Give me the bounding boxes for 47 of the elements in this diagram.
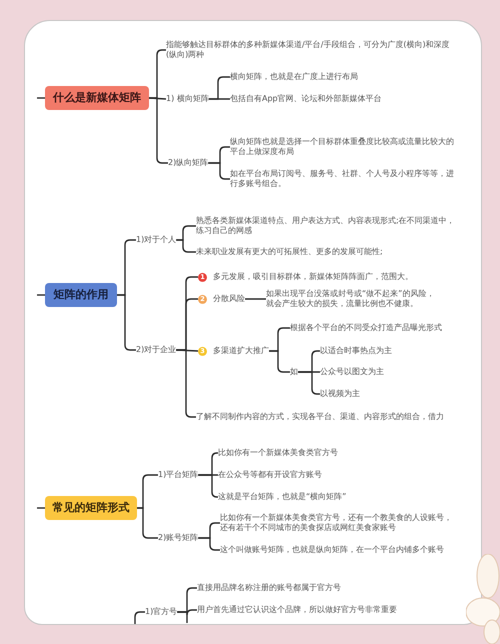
- heading-box: 常见的矩阵形式: [45, 496, 137, 520]
- connector-line: [245, 298, 266, 300]
- connector-line: [177, 611, 188, 623]
- note-text: 以适合时事热点为主: [320, 346, 392, 356]
- note-text: 以视频为主: [320, 389, 360, 399]
- connector-line: [298, 371, 320, 395]
- connector-line: [208, 98, 230, 100]
- topic-text: 多渠道扩大推广: [213, 346, 269, 355]
- note-text: 这个叫做账号矩阵，也就是纵向矩阵，在一个平台内铺多个账号: [220, 545, 444, 555]
- note-text: 了解不同制作内容的方式，实现各平台、渠道、内容形式的组合，借力: [196, 412, 444, 422]
- topic-text: 1)对于个人: [136, 235, 176, 245]
- topic-text: 2)纵向矩阵: [168, 158, 208, 168]
- connector-line: [208, 162, 230, 180]
- topic-text: 1)平台矩阵: [158, 470, 198, 480]
- connector-line: [137, 507, 158, 539]
- note-text: 熟悉各类新媒体渠道特点、用户表达方式、内容表现形式;在不同渠道中，练习自己的网感: [196, 216, 458, 236]
- note-text: 横向矩阵，也就是在广度上进行布局: [230, 72, 358, 82]
- connector-line: [176, 349, 198, 352]
- topic-text: 1)官方号: [145, 607, 178, 617]
- note-text: 这就是平台矩阵，也就是“横向矩阵”: [218, 492, 346, 502]
- topic-text: 1) 横向矩阵: [166, 94, 209, 104]
- topic-text: 2)账号矩阵: [158, 533, 198, 543]
- topic-text: 分散风险: [213, 294, 245, 303]
- note-text: 如在平台布局订阅号、服务号、社群、个人号及小程序等等，进行多账号组合。: [230, 169, 458, 189]
- note-text: 包括自有App官网、论坛和外部新媒体平台: [230, 94, 382, 104]
- note-text: 比如你有一个新媒体美食类官方号: [218, 448, 338, 458]
- connector-line: [198, 474, 218, 498]
- connector-line: [176, 239, 196, 253]
- topic-text: 2)对于企业: [136, 345, 176, 355]
- note-text: 在公众号等都有开设官方账号: [218, 470, 322, 480]
- note-text: 公众号以图文为主: [320, 367, 384, 377]
- note-text: 根据各个平台的不同受众打造产品曝光形式: [290, 323, 442, 333]
- note-text: 比如你有一个新媒体美食类官方号，还有一个教美食的人设账号，还有若干个不同城市的美食探店或网红美食家账号: [220, 513, 454, 533]
- note-text: 如果出现平台没落或封号或“做不起来”的风险，就会产生较大的损失，流量比例也不健康。: [266, 289, 438, 309]
- connector-line: [134, 611, 145, 624]
- note-text: 指能够触达目标群体的多种新媒体渠道/平台/手段组合，可分为广度(横向)和深度(纵向)两种: [166, 40, 454, 60]
- note-text: 直接用品牌名称注册的账号都属于官方号: [197, 583, 341, 593]
- note-text: 多元发展，吸引目标群体，新媒体矩阵阵面广，范围大。: [213, 272, 413, 281]
- heading-box: 矩阵的作用: [45, 283, 117, 307]
- note-text: 未来职业发展有更大的可拓展性、更多的发展可能性;: [196, 247, 383, 257]
- note-text: 用户首先通过它认识这个品牌，所以做好官方号非常重要: [197, 605, 397, 615]
- topic-text: 如: [290, 367, 298, 377]
- connector-line: [198, 537, 220, 551]
- connector-line: [269, 350, 290, 373]
- note-text: 纵向矩阵也就是选择一个目标群体重叠度比较高或流量比较大的平台上做深度布局: [230, 137, 458, 157]
- connector-line: [148, 97, 166, 100]
- heading-box: 什么是新媒体矩阵: [45, 86, 149, 110]
